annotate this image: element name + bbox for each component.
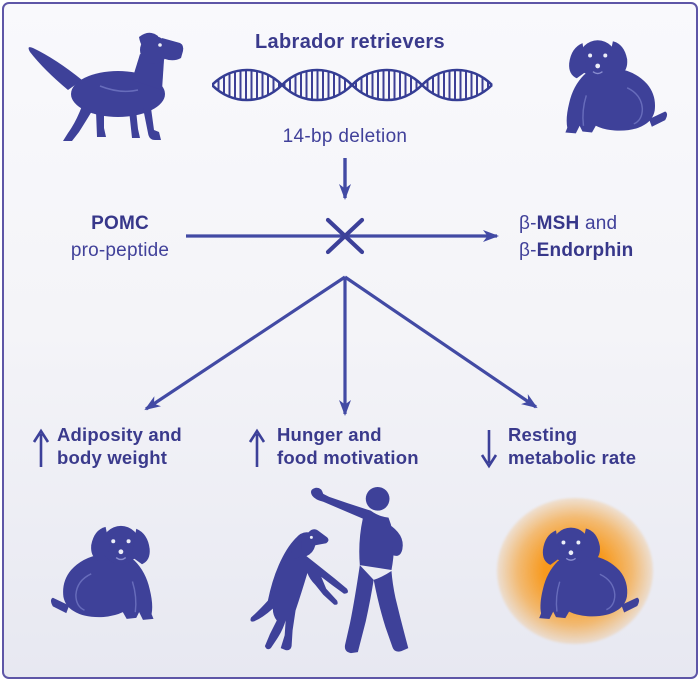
- increase-arrow-icon: [248, 428, 266, 467]
- obese-labrador-heat-icon: [539, 527, 640, 620]
- obese-labrador-icon-mirrored: [50, 525, 154, 620]
- pathway-products-label: β-MSH and β-Endorphin: [519, 210, 689, 264]
- outcome-adiposity: Adiposity and body weight: [57, 424, 182, 468]
- increase-arrow-icon: [32, 428, 50, 467]
- outcome-metabolic-rate: Resting metabolic rate: [508, 424, 637, 468]
- blocked-x-icon: [325, 217, 365, 255]
- pomc-line: POMC: [91, 213, 149, 234]
- dna-helix-icon: [212, 68, 493, 102]
- obese-labrador-icon: [565, 40, 668, 134]
- decrease-arrow-icon: [480, 430, 498, 469]
- figure-title: Labrador retrievers: [254, 31, 446, 53]
- mutation-label: 14-bp deletion: [282, 126, 408, 147]
- arrow-to-adiposity: [144, 275, 346, 411]
- lean-labrador-icon: [28, 32, 184, 141]
- dog-eye: [158, 43, 162, 47]
- beta-msh-line: β-MSH and: [519, 213, 618, 234]
- propeptide-line: pro-peptide: [70, 240, 170, 261]
- beta-endorphin-line: β-Endorphin: [519, 240, 634, 261]
- pomc-propeptide-label: POMC pro-peptide: [38, 210, 202, 264]
- arrow-to-metabolic-rate: [344, 275, 538, 409]
- outcome-hunger: Hunger and food motivation: [277, 424, 419, 468]
- dog-begging-person-icon: [250, 486, 409, 654]
